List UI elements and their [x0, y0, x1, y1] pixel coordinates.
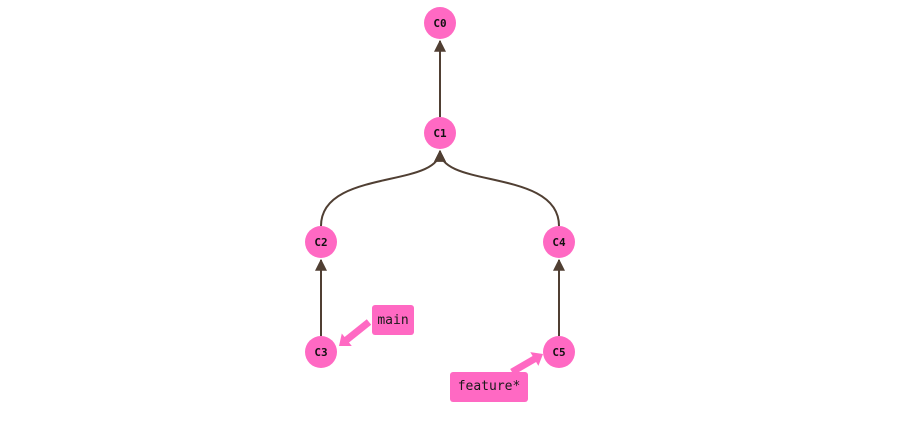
branch-tag-feature[interactable]: feature*	[450, 372, 528, 402]
commit-circle[interactable]	[305, 226, 337, 258]
edges-layer	[315, 39, 565, 336]
branch-tag-box[interactable]	[450, 372, 528, 402]
branch-arrows-layer	[339, 319, 543, 375]
commit-circle[interactable]	[543, 336, 575, 368]
commit-label: C0	[433, 17, 446, 30]
commit-node-c1[interactable]: C1	[424, 117, 456, 149]
commit-circle[interactable]	[305, 336, 337, 368]
commit-label: C1	[433, 127, 447, 140]
branch-tag-box[interactable]	[372, 305, 414, 335]
branch-pointer-arrow-main	[339, 319, 372, 346]
commit-circle[interactable]	[543, 226, 575, 258]
commit-label: C4	[552, 236, 566, 249]
commit-node-c0[interactable]: C0	[424, 7, 456, 39]
commit-label: C5	[552, 346, 565, 359]
commit-label: C3	[314, 346, 327, 359]
commit-node-c2[interactable]: C2	[305, 226, 337, 258]
branches-layer: main feature*	[372, 305, 528, 402]
branch-name-label: feature*	[458, 379, 521, 394]
edge-c2-to-c1	[320, 149, 446, 227]
branch-pointer-arrow-feature	[510, 352, 543, 375]
branch-tag-main[interactable]: main	[372, 305, 414, 335]
branch-name-label: main	[377, 313, 408, 328]
commit-node-c4[interactable]: C4	[543, 226, 575, 258]
edge-c4-to-c1	[434, 149, 560, 227]
commit-circle[interactable]	[424, 7, 456, 39]
commit-circle[interactable]	[424, 117, 456, 149]
commit-label: C2	[314, 236, 327, 249]
commit-node-c3[interactable]: C3	[305, 336, 337, 368]
commit-node-c5[interactable]: C5	[543, 336, 575, 368]
